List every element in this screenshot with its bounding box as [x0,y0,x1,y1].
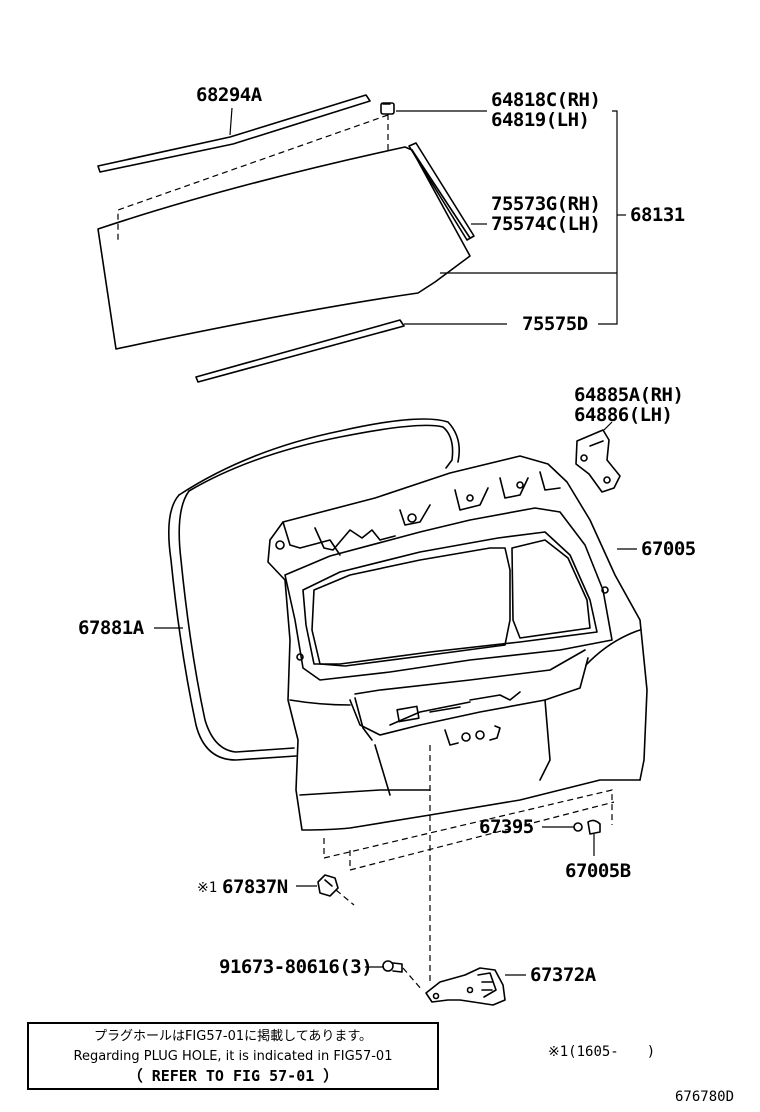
hinge-bracket-part [575,429,621,493]
label-75573G: 75573G(RH) [491,193,601,215]
label-67881A: 67881A [78,617,144,639]
label-68131: 68131 [630,204,685,226]
label-67005B: 67005B [565,860,631,882]
note-line-refer: （ REFER TO FIG 57-01 ） [127,1067,339,1085]
glass-clip-part [380,102,395,115]
label-67837N: 67837N [222,876,288,898]
note-line-en: Regarding PLUG HOLE, it is indicated in … [73,1049,393,1064]
label-64818C: 64818C(RH) [491,89,601,111]
note-line-jp: プラグホールはFIG57-01に掲載してあります。 [93,1029,373,1044]
label-68294A: 68294A [196,84,262,106]
back-window-glass [97,142,475,383]
plug-grommet-part [573,819,601,835]
label-91673: 91673-80616(3) [219,956,373,978]
label-67372A: 67372A [530,964,596,986]
label-75574C: 75574C(LH) [491,213,601,235]
weatherstrip-seal-part [167,418,461,761]
upper-moulding-part [97,94,371,173]
label-67005: 67005 [641,538,696,560]
label-64886: 64886(LH) [574,404,673,426]
figure-id: 676780D [675,1089,735,1105]
back-door-panel-part [267,455,648,831]
label-64885A: 64885A(RH) [574,384,684,406]
label-67837N-mark: ※1 [197,880,218,896]
footnote: ※1(1605- ) [548,1044,656,1060]
bolt-part [382,960,403,973]
door-lock-part [425,967,506,1006]
trim-clip-part [317,874,339,897]
label-64819: 64819(LH) [491,109,590,131]
label-75575D: 75575D [522,313,588,335]
label-67395: 67395 [479,816,534,838]
note-box: プラグホールはFIG57-01に掲載してあります。 Regarding PLUG… [27,1022,439,1090]
